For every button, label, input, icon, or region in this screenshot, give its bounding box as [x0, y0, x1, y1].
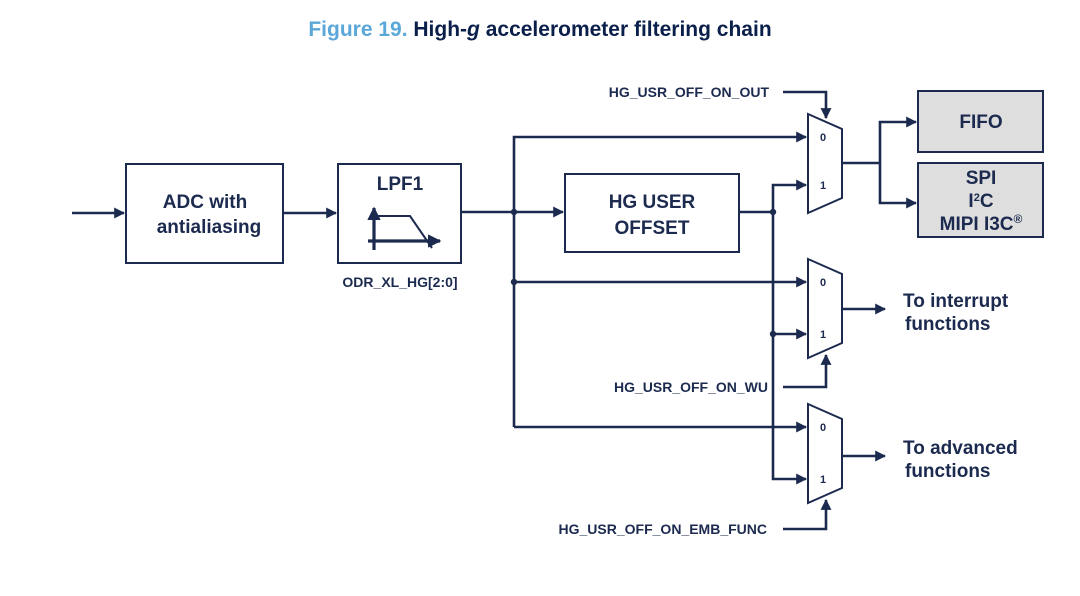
to-interrupt-line2: functions	[905, 314, 991, 335]
title-post: accelerometer filtering chain	[479, 18, 772, 41]
junction-dot	[510, 278, 518, 286]
mux-out-input-1-label: 1	[820, 180, 826, 192]
mux-wu: 0 1	[807, 257, 843, 360]
hg-usr-off-on-emb-func-label: HG_USR_OFF_ON_EMB_FUNC	[559, 521, 767, 537]
low-pass-filter-icon	[367, 206, 442, 250]
to-advanced-line2: functions	[905, 461, 991, 482]
fifo-block: FIFO	[917, 90, 1044, 153]
junction-dot	[769, 208, 777, 216]
select-emb-arrow	[783, 498, 832, 531]
mux-wu-input-1-label: 1	[820, 329, 826, 341]
i2c-label: I2C	[968, 191, 993, 212]
title-italic-g: g	[467, 18, 480, 41]
interfaces-block: SPI I2C MIPI I3C®	[917, 162, 1044, 238]
offset-to-mux-out-1	[771, 179, 808, 212]
mux-wu-input-0-label: 0	[820, 277, 826, 289]
to-fifo-arrow	[878, 116, 918, 163]
offset-to-mux-emb-1	[771, 212, 808, 485]
to-advanced-line1: To advanced	[903, 438, 1018, 459]
lpf1-block: LPF1 ODR_XL_HG[2:0]	[337, 163, 462, 290]
mux-emb-input-0-label: 0	[820, 422, 826, 434]
junction-dot	[769, 330, 777, 338]
adc-label-line1: ADC with	[163, 192, 247, 213]
adc-label-line2: antialiasing	[157, 217, 262, 238]
mux-emb-input-1-label: 1	[820, 474, 826, 486]
to-interrupt-line1: To interrupt	[903, 291, 1009, 312]
hg-usr-off-on-out-label: HG_USR_OFF_ON_OUT	[609, 84, 770, 100]
title-pre: High-	[413, 18, 468, 41]
figure-number: Figure 19.	[308, 18, 408, 41]
select-out-arrow	[783, 90, 832, 120]
adc-block: ADC with antialiasing	[125, 163, 284, 264]
mux-emb: 0 1	[807, 402, 843, 505]
hg-usr-off-on-wu-label: HG_USR_OFF_ON_WU	[614, 379, 768, 395]
figure-title: Figure 19. High-g accelerometer filterin…	[0, 18, 1080, 42]
mipi-i3c-label: MIPI I3C®	[940, 212, 1023, 235]
junction-dot	[510, 208, 518, 216]
lpf1-label: LPF1	[377, 174, 424, 195]
odr-xl-hg-label: ODR_XL_HG[2:0]	[342, 274, 457, 290]
mux-out: 0 1	[807, 112, 843, 215]
to-interfaces-arrow	[878, 163, 918, 209]
mux-out-input-0-label: 0	[820, 132, 826, 144]
hg-user-offset-block: HG USER OFFSET	[564, 173, 740, 253]
bus-to-mux-out-0	[512, 131, 808, 212]
fifo-label: FIFO	[959, 112, 1002, 133]
offset-label-line2: OFFSET	[615, 218, 690, 239]
select-wu-arrow	[783, 353, 832, 389]
spi-label: SPI	[966, 168, 997, 189]
offset-label-line1: HG USER	[609, 192, 696, 213]
